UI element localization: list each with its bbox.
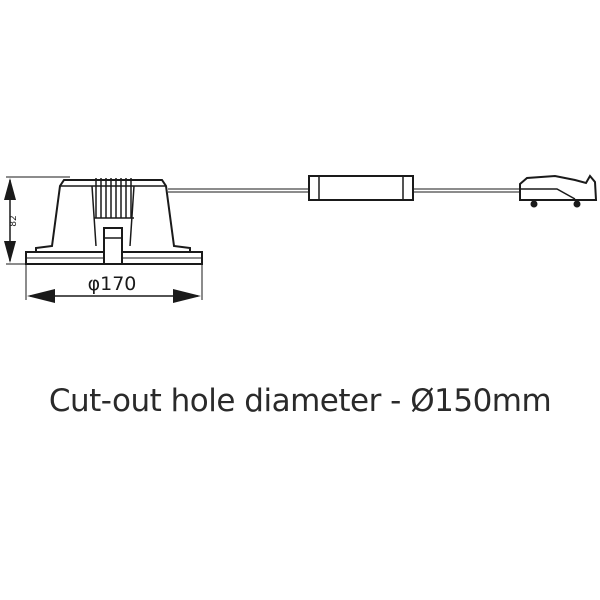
spring-clip — [103, 227, 123, 265]
driver-box — [308, 175, 414, 201]
diameter-label: φ170 — [88, 273, 137, 295]
cable — [168, 188, 520, 193]
connector — [519, 174, 598, 208]
height-label: 82 — [9, 215, 19, 226]
luminaire-body — [25, 178, 203, 265]
height-dimension — [4, 176, 70, 265]
diameter-dimension — [25, 264, 203, 303]
heatsink-fins — [94, 178, 134, 219]
cutout-caption: Cut-out hole diameter - Ø150mm — [48, 383, 552, 419]
